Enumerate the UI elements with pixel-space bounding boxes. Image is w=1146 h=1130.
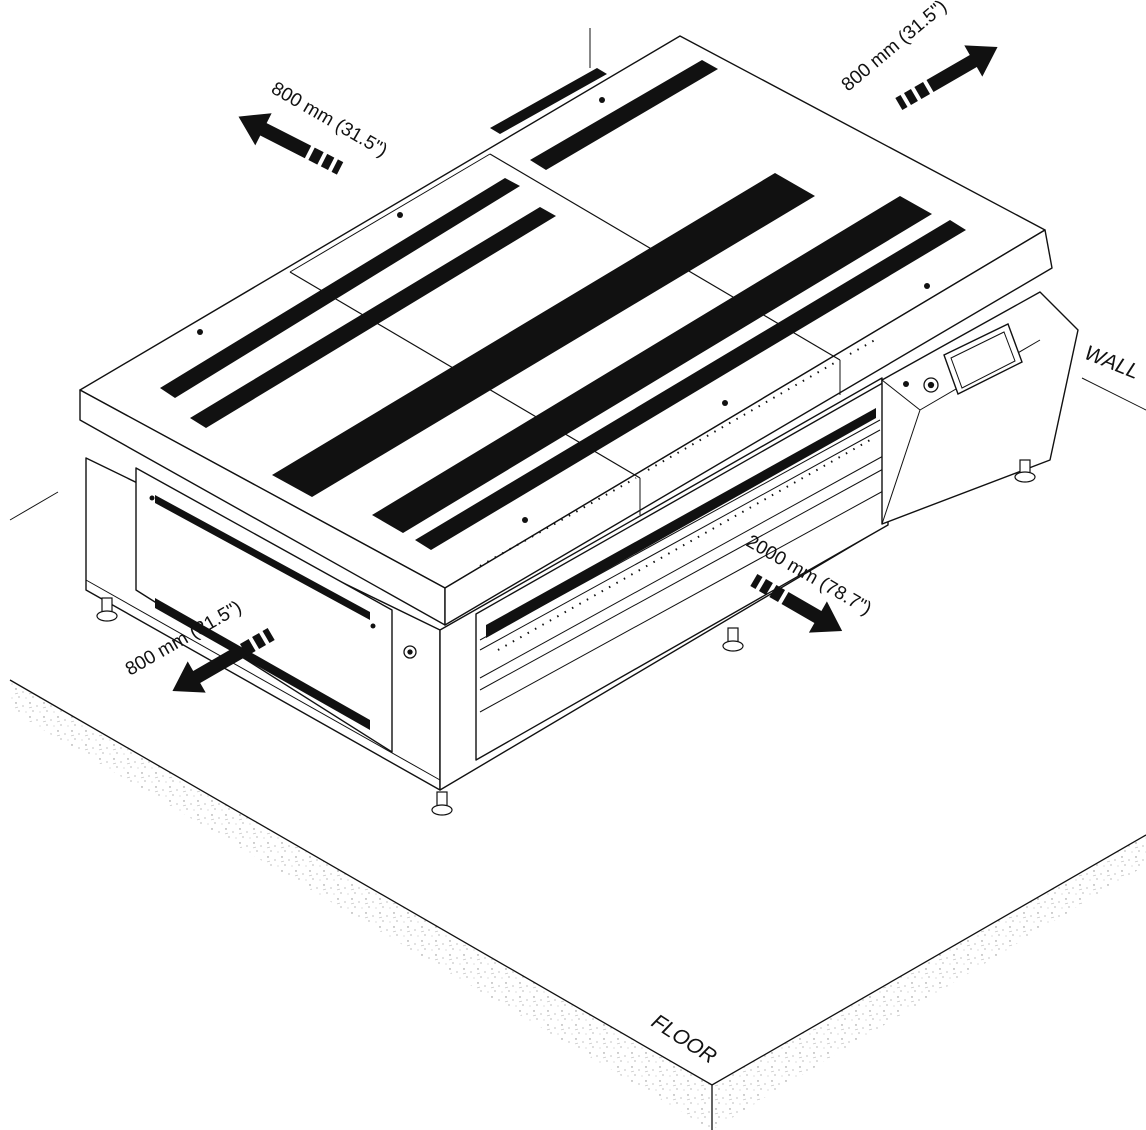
clearance-label-back-left: 800 mm (31.5"): [268, 78, 391, 161]
top-vents: [160, 60, 966, 550]
clearance-arrow-back-left: [238, 113, 344, 175]
screw-holes: [149, 97, 930, 629]
floor-slab: [9, 679, 1146, 1130]
clearance-arrow-back-right: [895, 45, 998, 111]
wall-label: WALL: [1081, 341, 1142, 384]
side-vents: [155, 495, 370, 730]
touchscreen-icon: [943, 323, 1023, 395]
clearance-arrow-front-right: [750, 573, 843, 633]
leveling-foot-icon: [96, 459, 1036, 816]
room-guides: [9, 28, 1146, 521]
front-slot: [486, 408, 876, 638]
clearance-arrow-front-left: [172, 627, 275, 693]
perforations: [479, 339, 876, 651]
key-lock-icon: [403, 377, 939, 659]
